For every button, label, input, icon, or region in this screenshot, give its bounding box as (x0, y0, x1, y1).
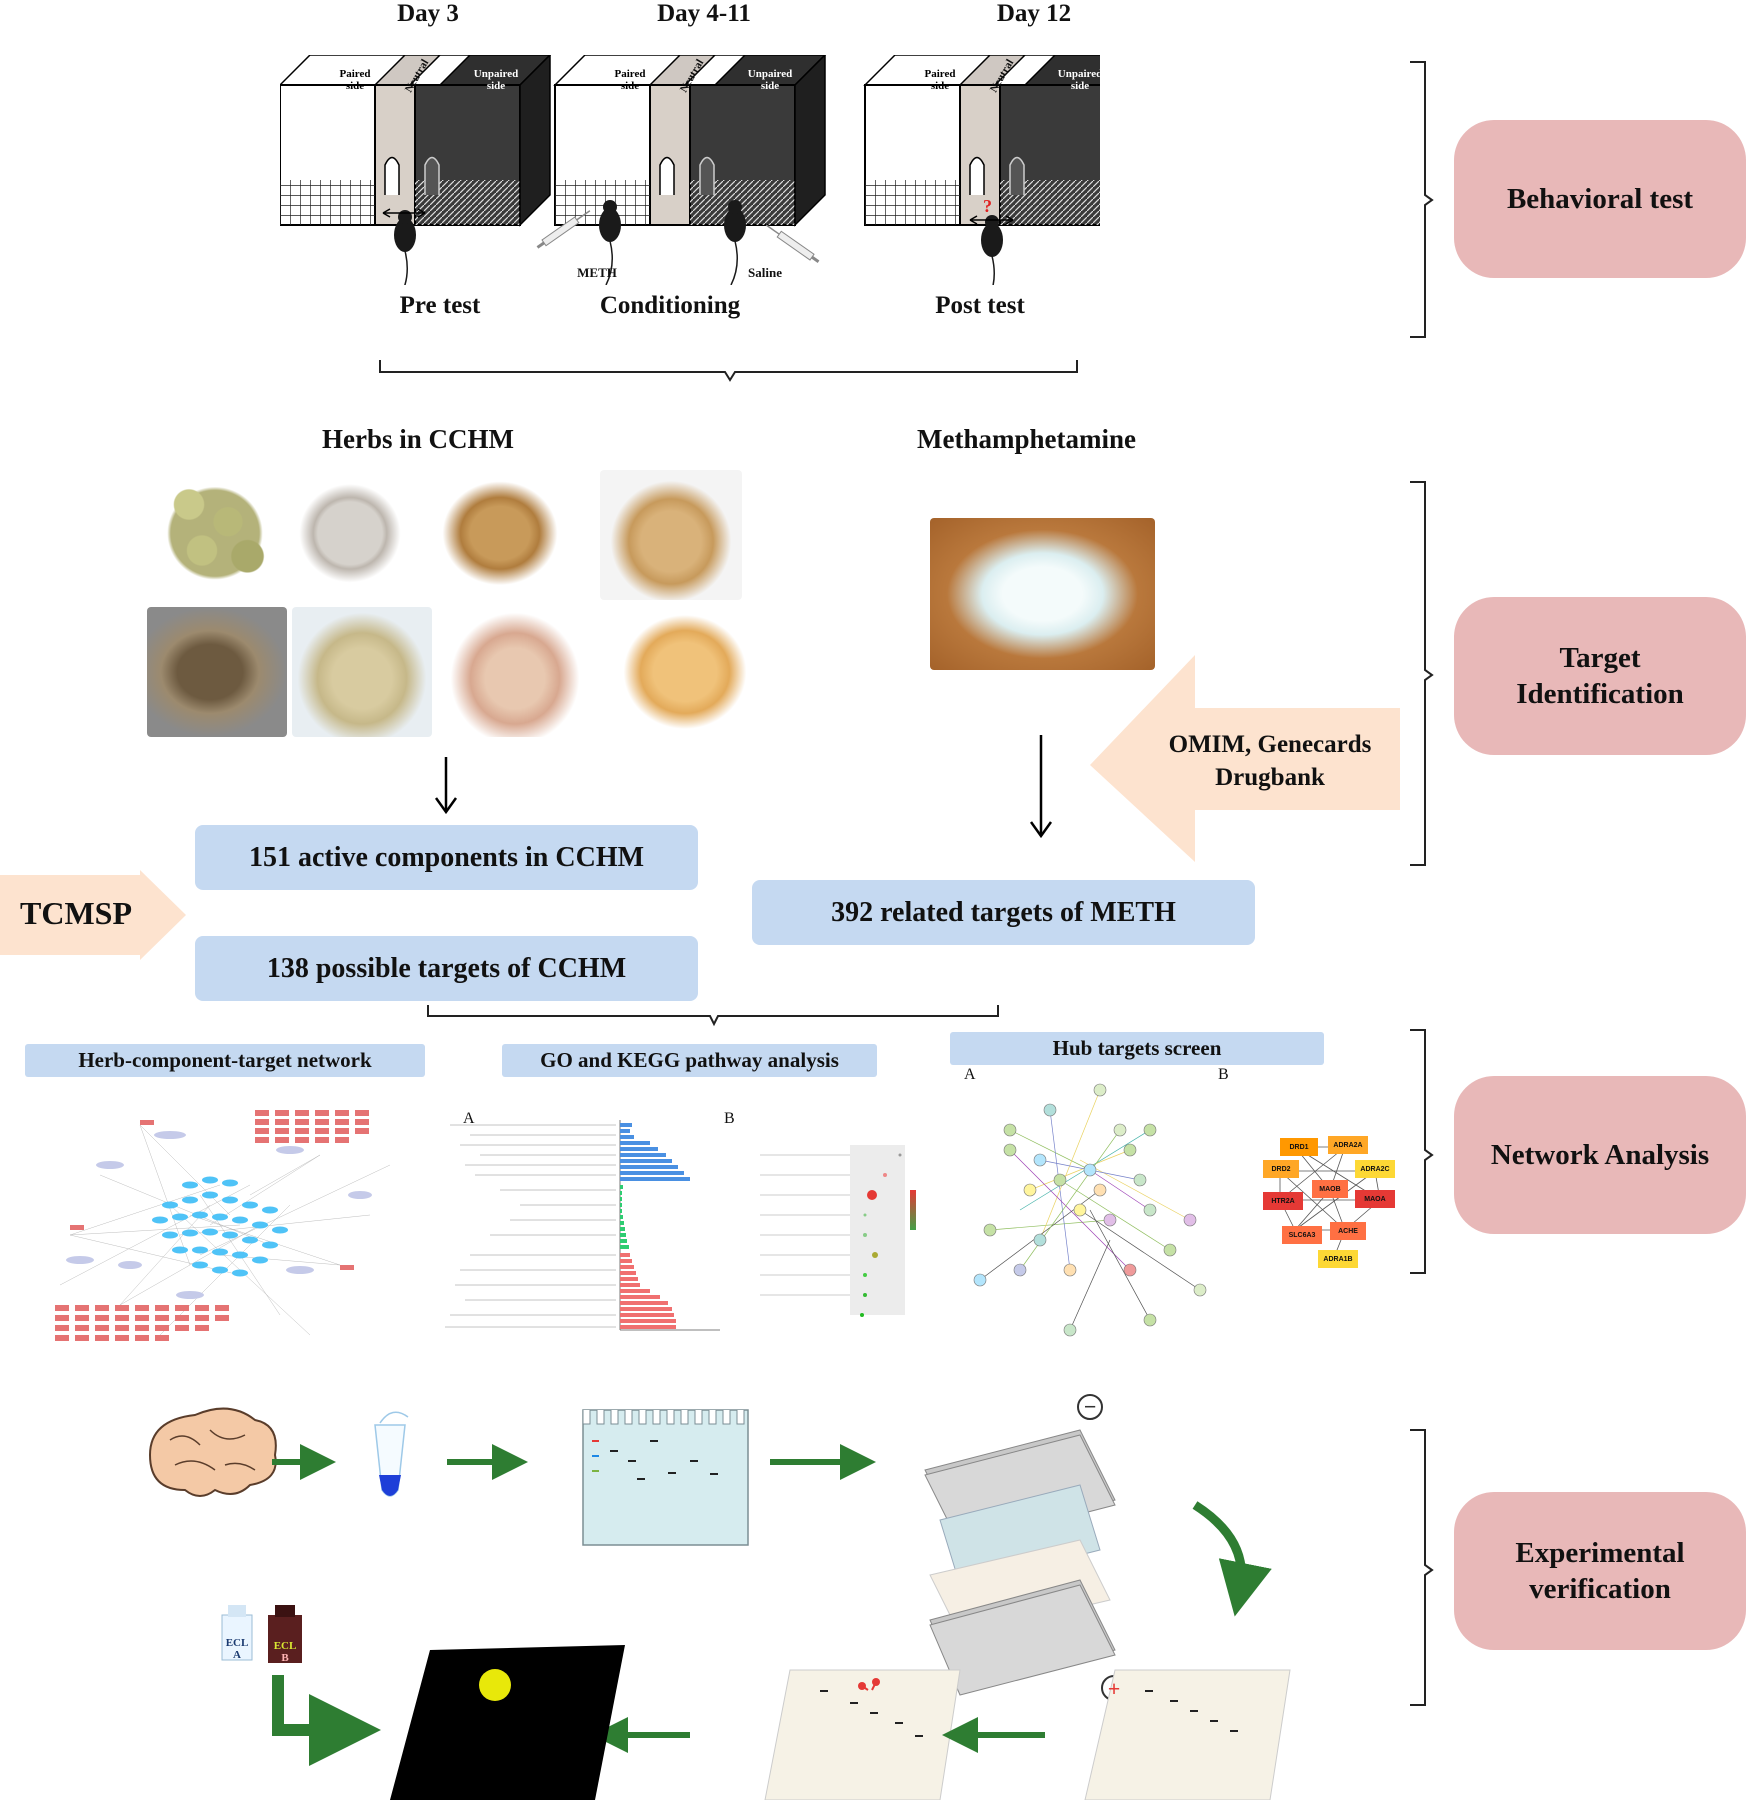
herb-image-5 (147, 607, 287, 737)
herbs-title: Herbs in CCHM (322, 424, 514, 454)
hub-gene-maob: MAOB (1312, 1180, 1348, 1198)
electrode-minus-label: − (1083, 1394, 1097, 1419)
tube-icon (374, 1411, 409, 1497)
hub-panel-letter-b: B (1218, 1066, 1229, 1083)
go-panel-letter-a: A (463, 1110, 475, 1127)
hub-gene-adra2a: ADRA2A (1328, 1136, 1368, 1154)
day-4-11-label: Day 4-11 (657, 0, 751, 27)
hub-gene-maoa: MAOA (1355, 1190, 1395, 1208)
saline-injection-label: Saline (748, 265, 782, 280)
cpp-apparatus-illustration (280, 55, 1100, 285)
tab-go-kegg: GO and KEGG pathway analysis (502, 1044, 877, 1077)
gel-icon (582, 1409, 749, 1546)
question-mark: ? (983, 196, 992, 216)
active-components-box: 151 active components in CCHM (195, 825, 698, 890)
herb-image-3 (430, 470, 570, 585)
herb-image-8 (615, 607, 755, 737)
herb-image-2 (285, 470, 415, 585)
herb-image-4 (600, 470, 742, 600)
hub-gene-htr2a: HTR2A (1263, 1192, 1303, 1210)
hub-gene-drd1: DRD1 (1280, 1138, 1318, 1156)
stage-pre-test: Pre test (399, 292, 481, 319)
ecl-bottles-icon (221, 1605, 302, 1663)
methamphetamine-image (930, 518, 1155, 670)
hub-gene-adra2c: ADRA2C (1355, 1160, 1395, 1178)
hub-gene-ache: ACHE (1330, 1222, 1366, 1240)
meth-injection-label: METH (577, 265, 617, 280)
hub-panel-letter-a: A (964, 1066, 976, 1083)
hub-gene-slc6a3: SLC6A3 (1282, 1226, 1322, 1244)
tcmsp-label: TCMSP (20, 895, 132, 931)
herb-image-7 (445, 607, 585, 737)
herb-image-6 (292, 607, 432, 737)
western-blot-workflow (148, 1394, 1291, 1800)
tab-hub-targets: Hub targets screen (950, 1032, 1324, 1065)
meth-targets-box: 392 related targets of METH (752, 880, 1255, 945)
stage-conditioning: Conditioning (599, 292, 741, 319)
methamphetamine-title: Methamphetamine (917, 424, 1136, 454)
ppi-network (973, 1083, 1207, 1337)
day-3-label: Day 3 (397, 0, 459, 27)
behavioral-test-label: Behavioral test (1454, 120, 1746, 278)
transfer-sandwich-icon (924, 1394, 1127, 1701)
hub-gene-adra1b: ADRA1B (1318, 1250, 1358, 1268)
hub-gene-drd2: DRD2 (1263, 1160, 1299, 1178)
network-analysis-label: Network Analysis (1454, 1076, 1746, 1234)
electrode-plus-label: + (1107, 1676, 1121, 1701)
go-enrichment-bar-chart (445, 1120, 720, 1331)
tab-herb-component-target: Herb-component-target network (25, 1044, 425, 1077)
stage-post-test: Post test (935, 292, 1025, 319)
herb-component-target-network (55, 1110, 391, 1341)
brain-icon (148, 1407, 277, 1497)
herb-image-1 (150, 470, 280, 585)
day-12-label: Day 12 (996, 0, 1072, 27)
possible-targets-box: 138 possible targets of CCHM (195, 936, 698, 1001)
go-panel-letter-b: B (724, 1110, 735, 1127)
kegg-dot-plot (760, 1145, 916, 1317)
